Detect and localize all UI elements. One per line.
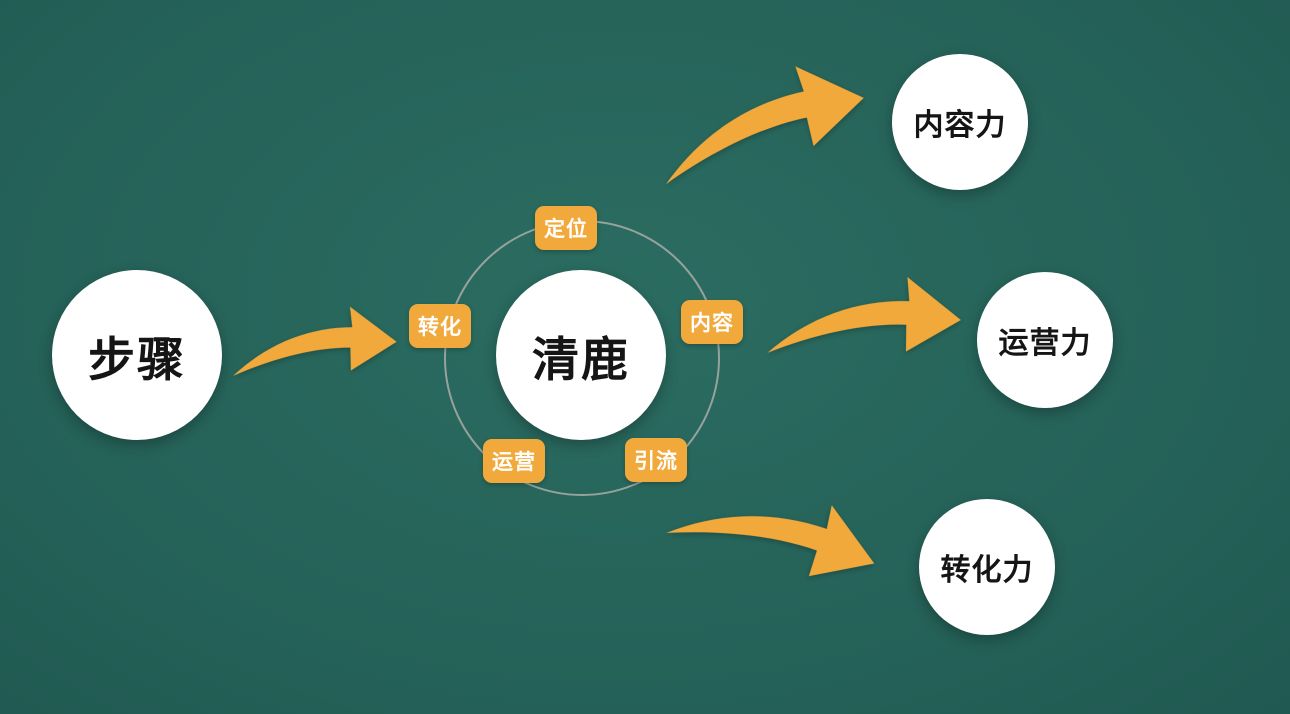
badge-operations: 运营	[483, 439, 545, 483]
center-node: 清鹿	[496, 270, 666, 440]
node-content-power: 内容力	[892, 54, 1028, 190]
arrow-shape	[665, 66, 864, 185]
arrow-shape	[666, 505, 875, 577]
source-node-label: 步骤	[88, 332, 186, 386]
badge-content: 内容	[681, 300, 743, 344]
arrow-steps-to-center	[228, 291, 402, 390]
arrow-to-content-power-svg	[665, 66, 864, 185]
arrow-shape	[233, 306, 397, 376]
node-conversion-power: 转化力	[919, 499, 1055, 635]
arrow-to-operations-power	[761, 253, 969, 375]
arrow-to-conversion-power-svg	[666, 505, 875, 577]
badge-positioning-label: 定位	[544, 218, 588, 241]
badge-operations-label: 运营	[492, 451, 536, 474]
node-content-power-label: 内容力	[913, 109, 1007, 142]
badge-traffic: 引流	[625, 438, 687, 482]
node-operations-power: 运营力	[977, 272, 1113, 408]
badge-conversion-label: 转化	[418, 316, 462, 339]
badge-conversion: 转化	[409, 304, 471, 348]
arrow-shape	[767, 277, 961, 353]
arrow-to-operations-power-svg	[767, 277, 961, 353]
arrow-to-conversion-power	[658, 439, 897, 617]
arrow-to-content-power	[642, 44, 877, 192]
badge-content-label: 内容	[690, 312, 734, 335]
arrow-steps-to-center-svg	[233, 306, 397, 376]
badge-traffic-label: 引流	[634, 450, 678, 473]
source-node: 步骤	[52, 270, 222, 440]
badge-positioning: 定位	[535, 206, 597, 250]
node-conversion-power-label: 转化力	[940, 554, 1034, 587]
center-node-label: 清鹿	[532, 332, 630, 386]
node-operations-power-label: 运营力	[998, 327, 1092, 360]
